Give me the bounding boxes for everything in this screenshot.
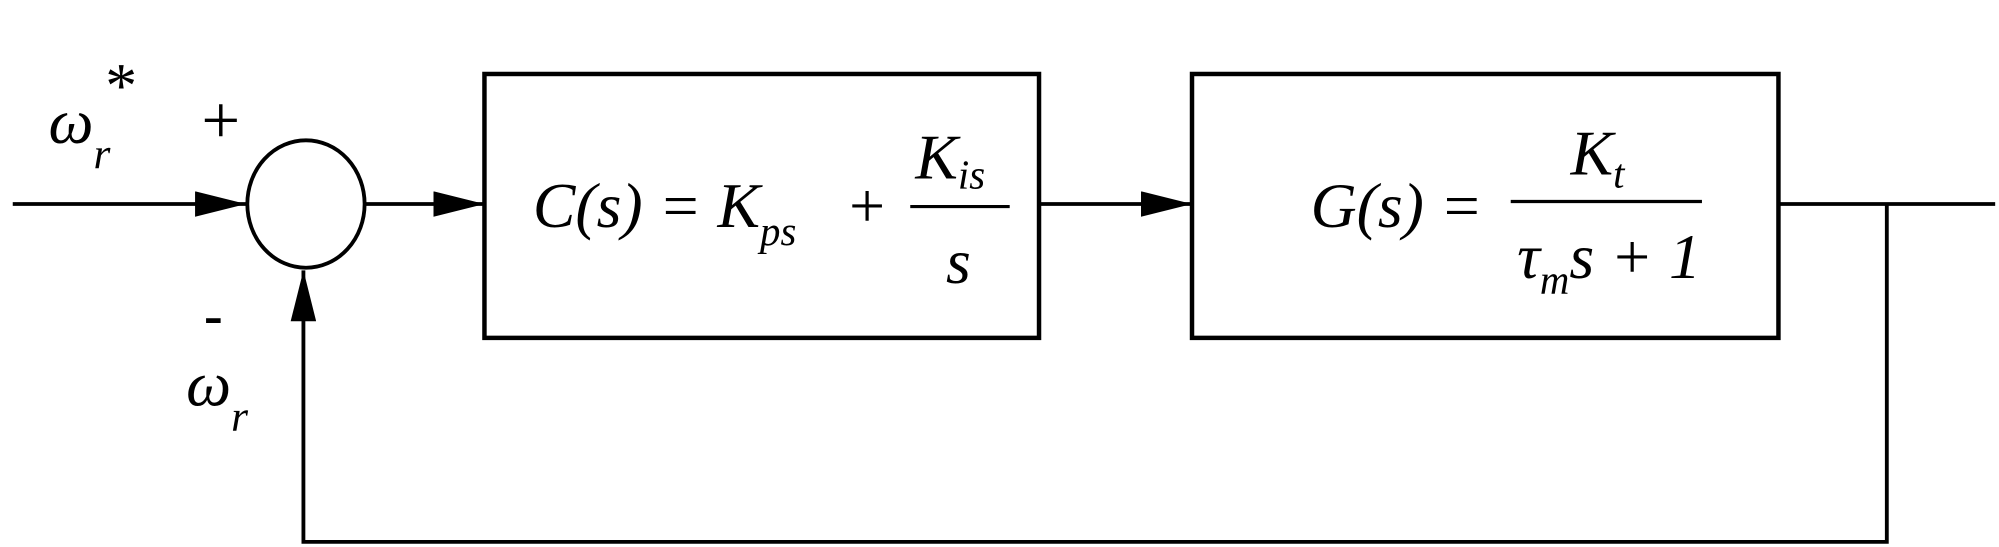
summing-junction [245, 138, 367, 270]
plant-lhs: G(s) = [1311, 170, 1483, 241]
plant-denominator: τms + 1 [1517, 221, 1701, 302]
minus-sign: - [204, 285, 223, 347]
plus-sign: + [201, 82, 240, 158]
controller-plus: + [849, 170, 885, 241]
controller-lhs: C(s) = Kps [533, 170, 796, 254]
controller-denominator: s [946, 226, 971, 297]
feedback-path [290, 204, 1889, 544]
input-label: ωr* [48, 50, 137, 178]
feedback-label: ωr [186, 348, 248, 440]
plant-block [1189, 71, 1781, 341]
controller-numerator: Kis [914, 122, 985, 198]
plant-numerator: Kt [1570, 118, 1627, 197]
